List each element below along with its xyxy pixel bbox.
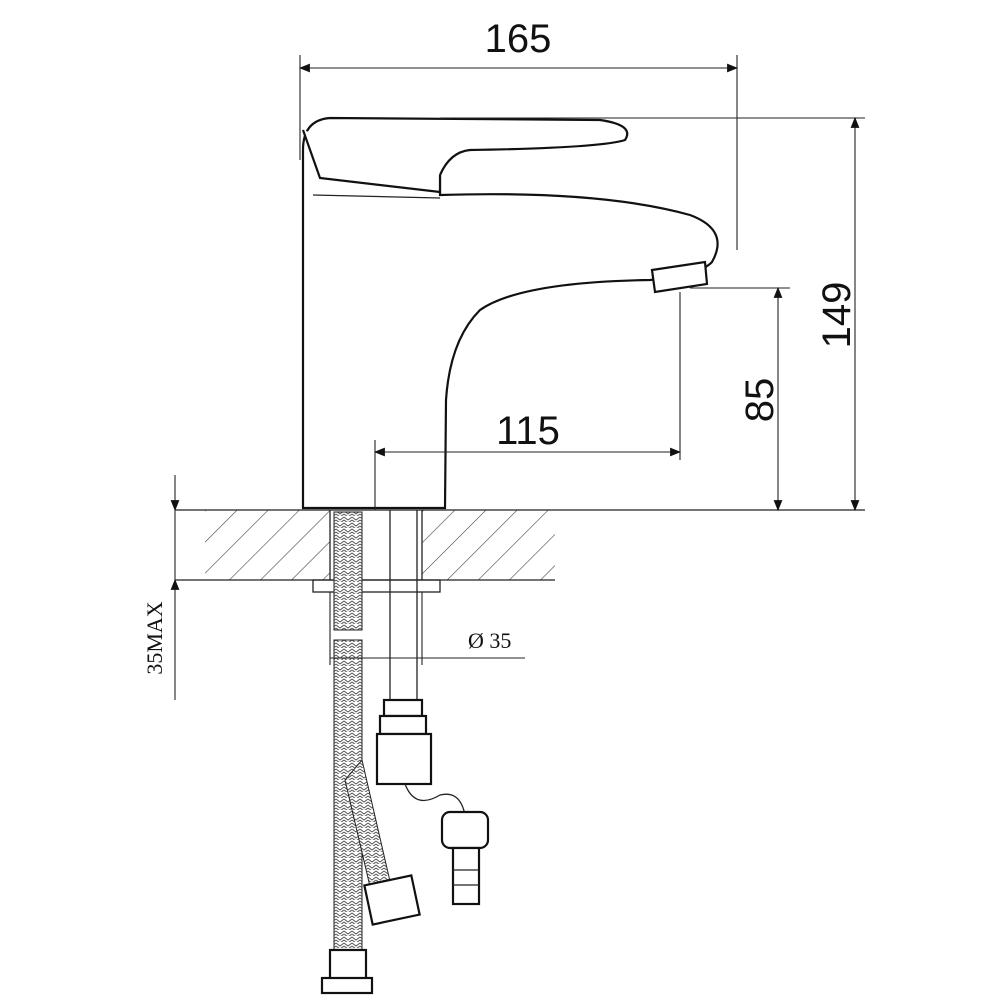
dimension-lines	[170, 55, 865, 700]
countertop	[175, 509, 865, 593]
dim-max-counter-thickness: 35MAX	[142, 601, 167, 674]
dim-hole-diameter: Ø 35	[468, 628, 511, 653]
supply-hoses	[320, 510, 490, 995]
aerator	[650, 260, 709, 294]
dim-spout-height: 85	[738, 378, 782, 423]
dim-total-length: 165	[485, 17, 552, 61]
dim-spout-reach: 115	[496, 409, 560, 453]
faucet-body	[301, 116, 719, 510]
dim-total-height: 149	[815, 282, 859, 349]
